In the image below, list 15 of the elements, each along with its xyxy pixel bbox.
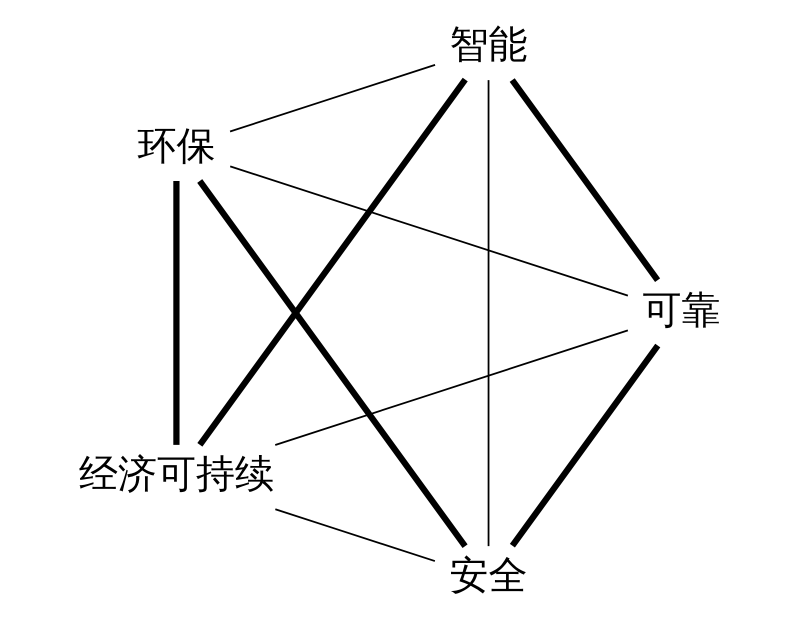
node-text: 经济可持续 (78, 452, 274, 498)
connector (230, 64, 436, 132)
connector (230, 166, 628, 296)
connector (197, 78, 468, 447)
connector (197, 179, 468, 548)
node-text: 可靠 (642, 288, 720, 333)
connector (488, 80, 490, 546)
node-text: 智能 (450, 22, 528, 68)
connector (510, 344, 660, 548)
node-text: 环保 (137, 124, 216, 169)
connector (173, 180, 180, 445)
connector (274, 330, 628, 446)
connector (275, 508, 436, 562)
node-text: 安全 (450, 553, 528, 598)
connector (510, 78, 660, 282)
